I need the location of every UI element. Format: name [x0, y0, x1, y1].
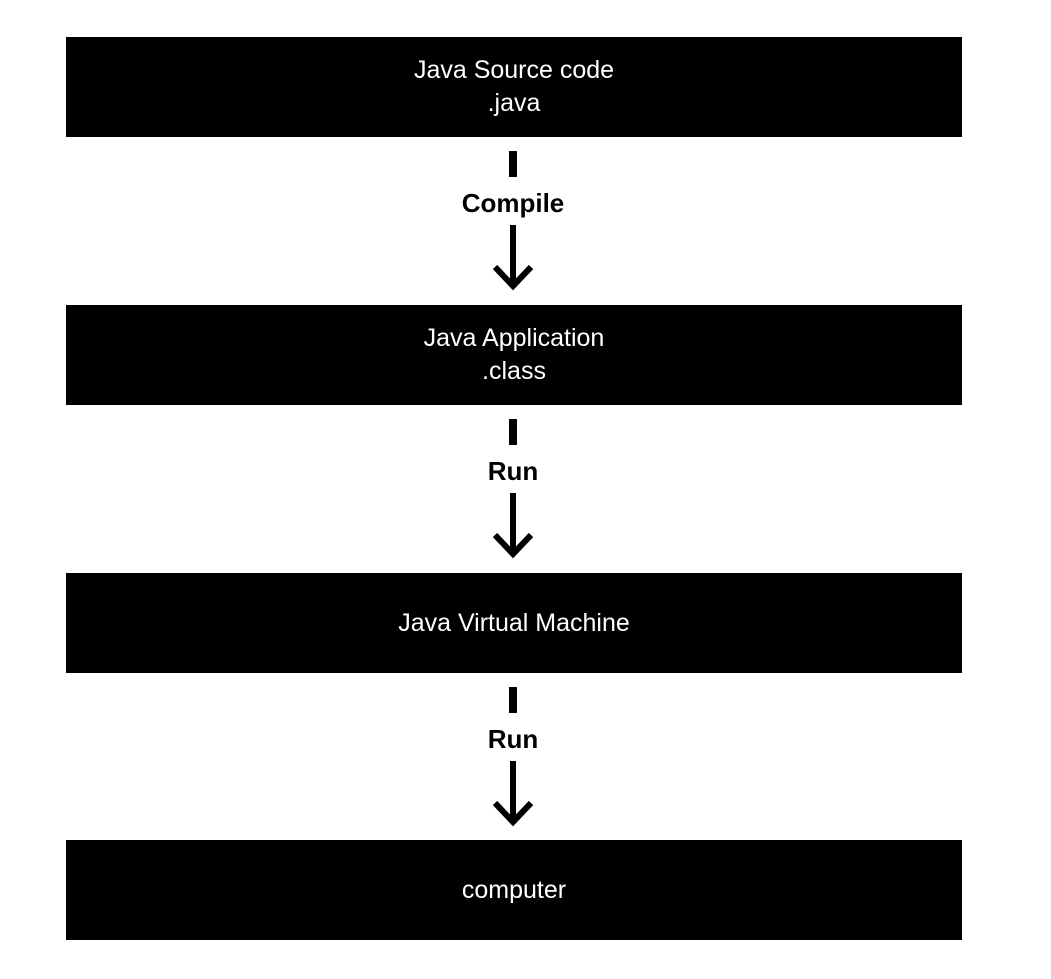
edge-label: Run: [487, 456, 539, 486]
node-java-virtual-machine: Java Virtual Machine: [66, 573, 962, 673]
node-title: Java Source code: [413, 56, 615, 84]
node-extension: .class: [482, 357, 546, 385]
node-java-source-code: Java Source code .java: [66, 37, 962, 137]
node-title: computer: [461, 875, 567, 904]
connector-stub: [509, 687, 517, 713]
edge-label: Compile: [461, 188, 565, 218]
edge-label: Run: [487, 724, 539, 754]
node-java-application: Java Application .class: [66, 305, 962, 405]
node-computer: computer: [66, 840, 962, 940]
down-arrow-icon: [492, 761, 534, 827]
node-title: Java Application: [423, 324, 605, 352]
node-extension: .java: [487, 89, 541, 117]
connector-stub: [509, 419, 517, 445]
edge-compile: Compile: [413, 137, 613, 305]
down-arrow-icon: [492, 225, 534, 291]
node-title: Java Virtual Machine: [398, 608, 630, 637]
down-arrow-icon: [492, 493, 534, 559]
connector-stub: [509, 151, 517, 177]
edge-run: Run: [413, 405, 613, 573]
edge-run: Run: [413, 673, 613, 841]
